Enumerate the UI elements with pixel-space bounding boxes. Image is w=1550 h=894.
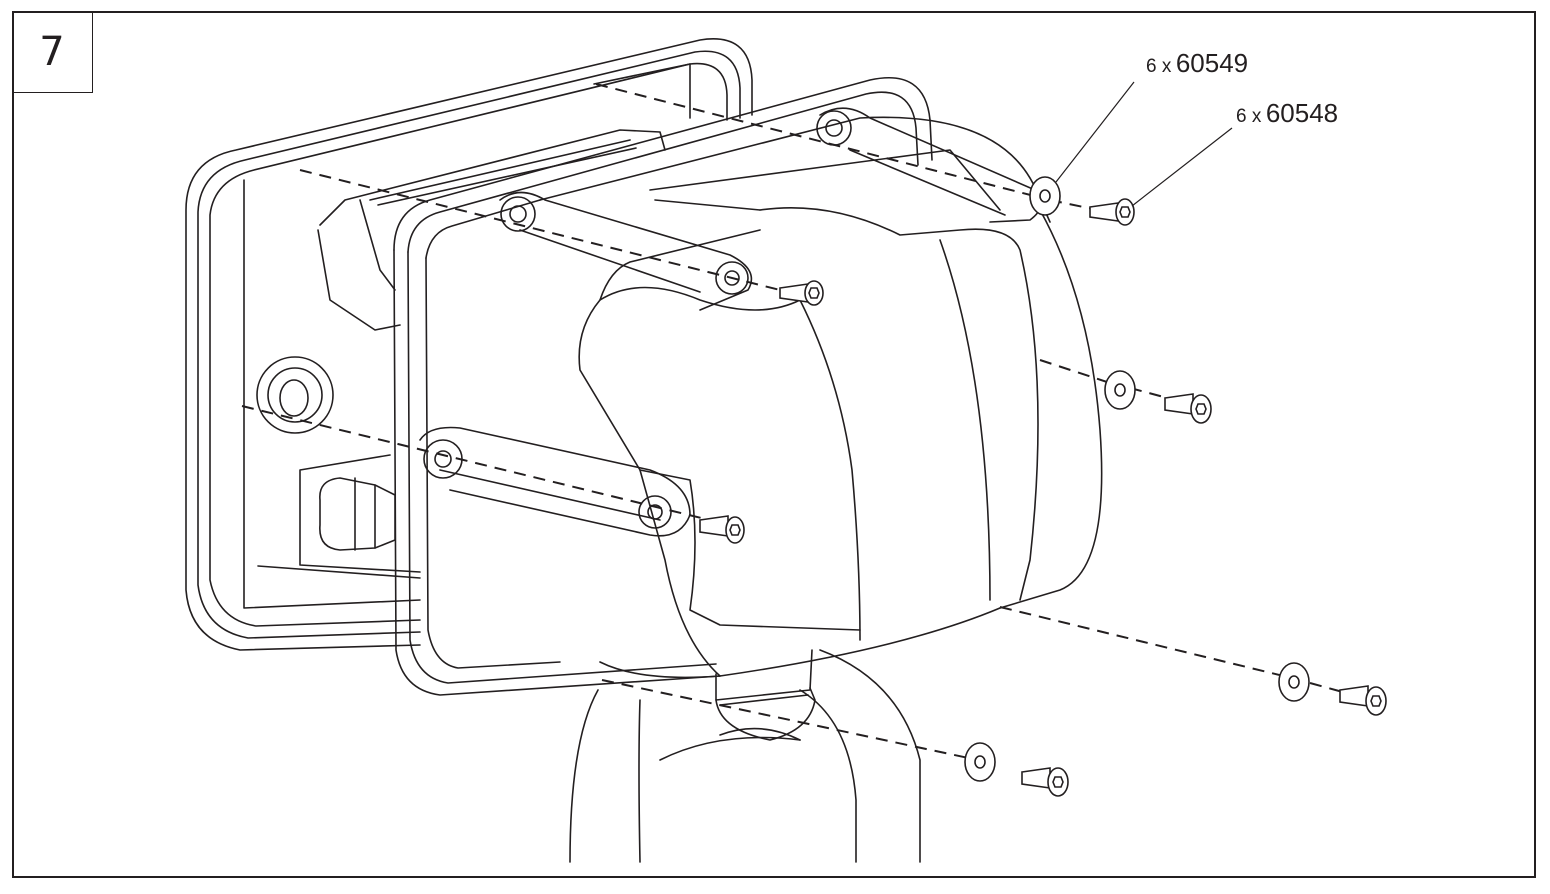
callout-part-number: 60548 (1265, 98, 1339, 128)
washers (964, 176, 1310, 782)
screw (779, 280, 824, 306)
hinge-detail (317, 129, 666, 331)
knob-gear (256, 356, 334, 434)
callout-quantity: 6 x (1146, 56, 1172, 77)
clamp-arms (419, 107, 1043, 537)
leader-lines (1055, 81, 1233, 207)
rear-housing-plate (185, 38, 753, 651)
step-number-box: 7 (12, 11, 93, 93)
main-body (539, 116, 1103, 679)
callout-quantity: 6 x (1236, 106, 1262, 127)
callout-washer: 6 x 60549 (1146, 48, 1248, 79)
screw (1164, 393, 1212, 424)
lower-mount (569, 649, 921, 863)
callout-screw: 6 x 60548 (1236, 98, 1338, 129)
step-number: 7 (39, 29, 65, 75)
screw (1021, 767, 1069, 797)
front-bezel (393, 76, 933, 696)
screw (1339, 685, 1387, 716)
drawing-frame (12, 11, 1536, 878)
screw (699, 515, 745, 544)
callout-part-number: 60549 (1175, 48, 1249, 78)
connector-shaft (319, 477, 396, 551)
screw (1089, 198, 1135, 226)
screws (699, 198, 1387, 797)
